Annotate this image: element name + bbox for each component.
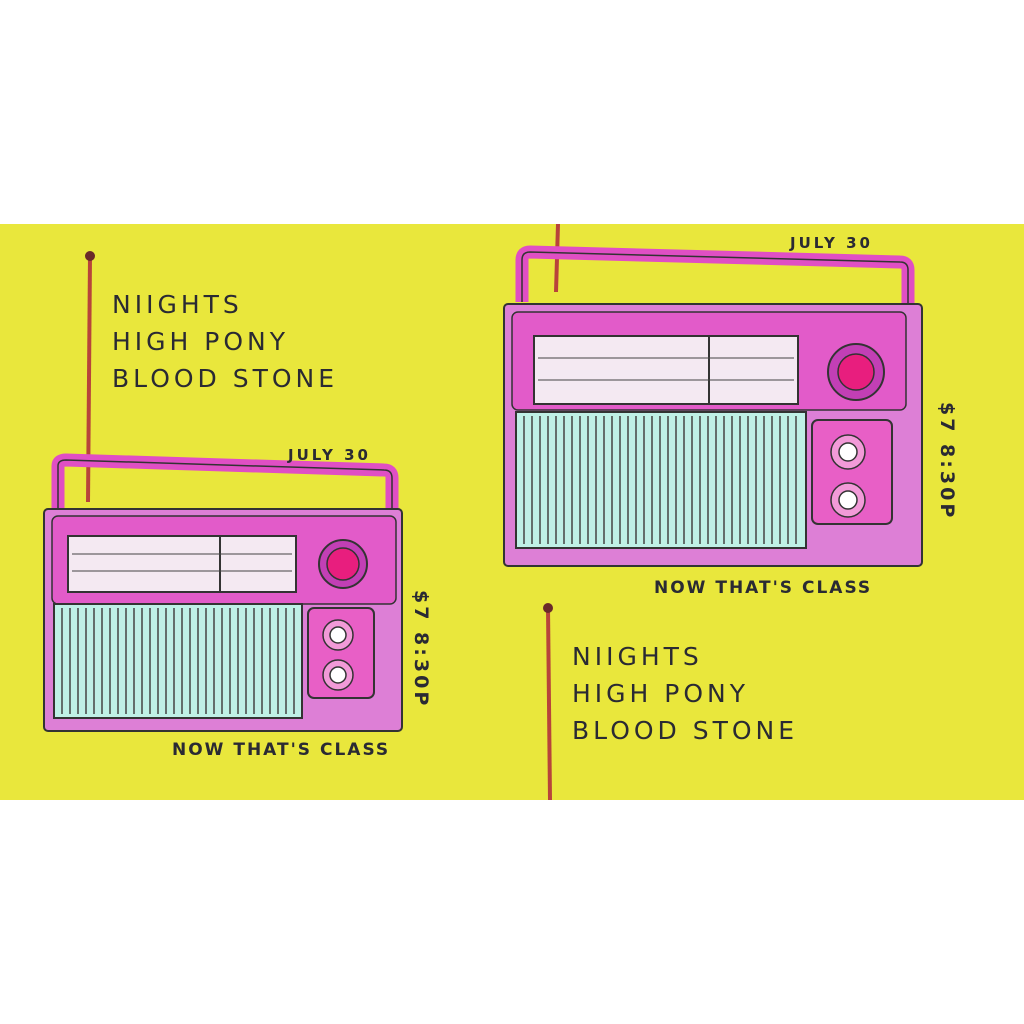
price-time-right: $7 8:30P (936, 402, 958, 521)
band-name: BLOOD STONE (112, 364, 339, 393)
price-time-left: $7 8:30P (410, 590, 432, 709)
band-name: BLOOD STONE (572, 716, 799, 745)
gig-poster: NIIGHTS HIGH PONY BLOOD STONE JULY 30 $7… (0, 224, 1024, 800)
band-name: HIGH PONY (572, 679, 750, 708)
band-lineup-left: NIIGHTS HIGH PONY BLOOD STONE (112, 286, 338, 397)
radio-illustration-left (43, 251, 403, 732)
band-name: NIIGHTS (112, 290, 243, 319)
tagline-left: NOW THAT'S CLASS (172, 740, 391, 760)
event-date-right: JULY 30 (790, 234, 873, 252)
event-date-left: JULY 30 (288, 446, 371, 464)
band-lineup-right: NIIGHTS HIGH PONY BLOOD STONE (572, 638, 798, 749)
band-name: NIIGHTS (572, 642, 703, 671)
tagline-right: NOW THAT'S CLASS (654, 578, 873, 598)
band-name: HIGH PONY (112, 327, 290, 356)
radio-illustration-right (503, 224, 923, 800)
